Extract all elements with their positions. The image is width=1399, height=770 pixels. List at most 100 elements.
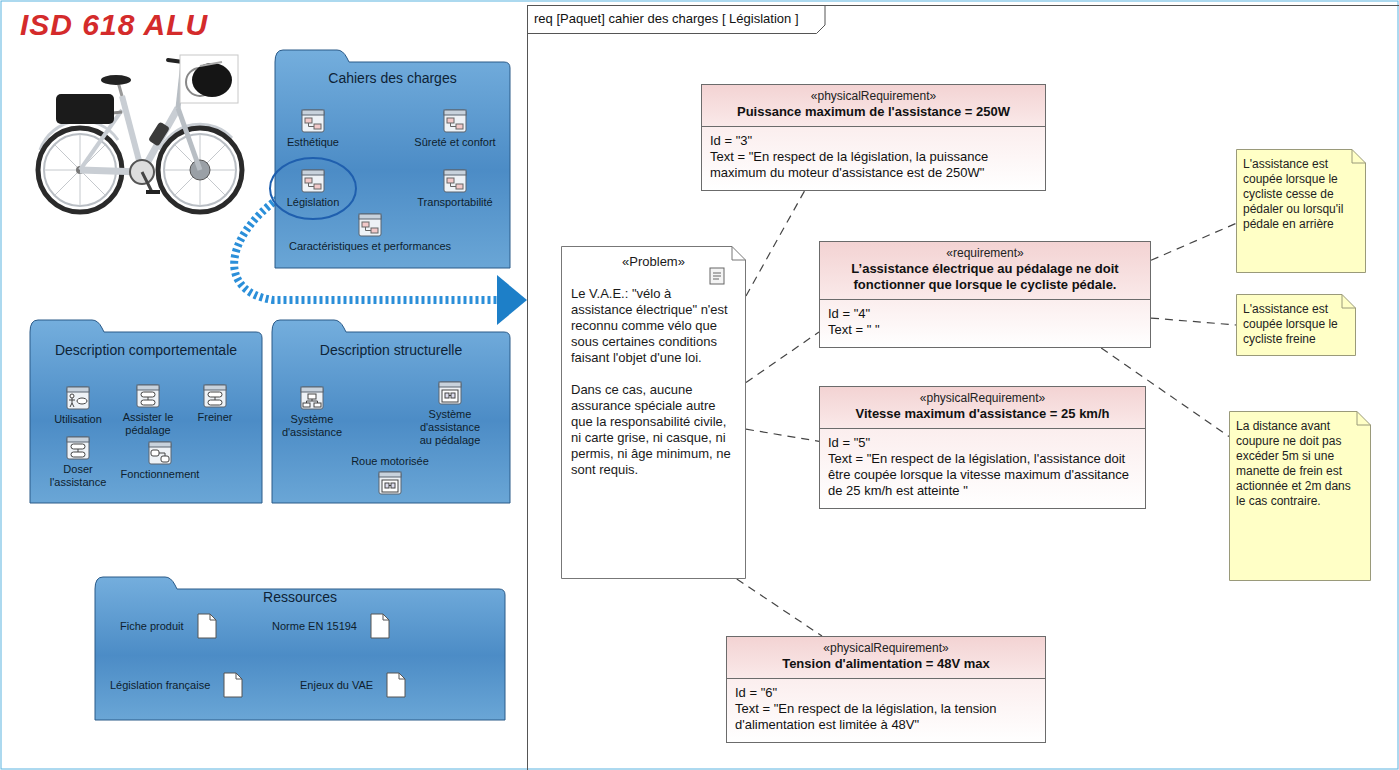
- package-folder: RessourcesFiche produitNorme EN 15194Lég…: [95, 575, 505, 720]
- icon-label: Freiner: [190, 411, 240, 424]
- rect-shape: [137, 385, 159, 390]
- req-icon: [357, 212, 383, 238]
- rect-shape: [451, 393, 455, 398]
- requirement-id: Id = "5": [828, 435, 1137, 451]
- diagram-icon: Sûreté et confort: [405, 108, 505, 149]
- connector-line: [737, 579, 822, 636]
- icon-label: Caractéristiques et performances: [275, 240, 465, 253]
- path-shape: [224, 673, 242, 697]
- rect-shape: [67, 387, 89, 392]
- arrowhead: [497, 275, 527, 325]
- circle-shape: [70, 394, 74, 398]
- battery: [148, 121, 170, 146]
- req-icon: [442, 168, 468, 194]
- act-icon: [65, 435, 91, 461]
- rect-shape: [444, 170, 466, 192]
- rect-shape: [305, 118, 312, 123]
- note-text: Dans ce cas, aucune assurance spéciale a…: [571, 382, 736, 478]
- rect-shape: [314, 184, 321, 189]
- path-shape: [30, 320, 262, 503]
- path-shape: [198, 614, 216, 638]
- rect-shape: [141, 392, 155, 397]
- requirement-name: Vitesse maximum d'assistance = 25 km/h: [826, 406, 1139, 422]
- ibd-icon: [437, 380, 463, 406]
- requirement-name: Puissance maximum de l'assistance = 250W: [708, 104, 1039, 120]
- requirement-box: «requirement»L’assistance électrique au …: [819, 241, 1151, 348]
- rect-shape: [302, 170, 324, 175]
- connector: [737, 579, 822, 636]
- rect-shape: [302, 170, 324, 192]
- package-folder: Description comportementaleUtilisationAs…: [30, 318, 262, 503]
- connector-line: [1151, 318, 1236, 325]
- diagram-icon: Système d'assistance: [277, 385, 347, 439]
- requirement-header: «physicalRequirement»Vitesse maximum d'a…: [820, 387, 1145, 429]
- path-shape: [1352, 150, 1366, 164]
- requirement-box: «physicalRequirement»Tension d'alimentat…: [726, 636, 1046, 743]
- note-icon: [710, 268, 724, 284]
- req-icon: [300, 108, 326, 134]
- requirement-name: L’assistance électrique au pédalage ne d…: [826, 261, 1144, 293]
- icon-label: Sûreté et confort: [405, 136, 505, 149]
- comment-note: L'assistance est coupée lorsque le cycli…: [1236, 149, 1366, 273]
- spokes: [44, 134, 236, 206]
- requirement-box: «physicalRequirement»Puissance maximum d…: [701, 84, 1046, 191]
- rect-shape: [379, 472, 401, 494]
- frame-heading: req [Paquet] cahier des charges [ Législ…: [528, 6, 825, 33]
- rect-shape: [208, 392, 222, 397]
- rect-shape: [371, 228, 378, 233]
- rect-shape: [314, 403, 321, 407]
- diagram-icon: Caractéristiques et performances: [275, 212, 465, 253]
- requirement-id: Id = "4": [828, 306, 1142, 322]
- connector-line: [1151, 223, 1236, 260]
- path-shape: [451, 123, 457, 127]
- rect-shape: [71, 452, 85, 457]
- comment-note: L'assistance est coupée lorsque le cycli…: [1236, 294, 1356, 356]
- path-shape: [1237, 150, 1366, 273]
- connector: [746, 191, 805, 296]
- rect-shape: [151, 450, 159, 456]
- doc-icon: [220, 672, 246, 698]
- handle: [200, 62, 222, 66]
- seat: [101, 75, 131, 85]
- path-shape: [449, 395, 451, 396]
- rect-shape: [301, 387, 323, 392]
- path-shape: [307, 399, 318, 403]
- connector-line: [746, 332, 819, 383]
- path-shape: [78, 449, 79, 452]
- path-shape: [210, 614, 216, 620]
- diagram-icon: Esthétique: [278, 108, 348, 149]
- path-shape: [69, 398, 75, 407]
- connector: [1151, 318, 1236, 325]
- path-shape: [1237, 295, 1356, 356]
- resource-document: Norme EN 15194: [272, 613, 393, 639]
- rect-shape: [447, 118, 454, 123]
- path-shape: [309, 183, 315, 187]
- requirement-header: «physicalRequirement»Tension d'alimentat…: [727, 637, 1045, 679]
- path-shape: [562, 247, 746, 579]
- crank: [142, 172, 152, 192]
- path-shape: [236, 673, 242, 679]
- photo-frame: [180, 55, 238, 103]
- diagram-icon: Assister le pédalage: [113, 383, 183, 437]
- rect-shape: [391, 483, 395, 488]
- diagram-icon: Doser l'assistance: [43, 435, 113, 489]
- requirement-header: «physicalRequirement»Puissance maximum d…: [702, 85, 1045, 127]
- rect-shape: [67, 437, 89, 442]
- requirement-name: Tension d'alimentation = 48V max: [733, 656, 1039, 672]
- path-shape: [451, 183, 457, 187]
- ellipse-shape: [77, 398, 87, 404]
- icon-label: Fonctionnement: [115, 468, 205, 481]
- doc-icon: [194, 613, 220, 639]
- path-shape: [215, 397, 216, 400]
- act-icon: [135, 383, 161, 409]
- rect-shape: [359, 214, 381, 236]
- path-shape: [1342, 295, 1356, 309]
- resource-label: Législation française: [110, 679, 210, 692]
- requirement-text: Text = "En respect de la législation, la…: [735, 701, 1035, 733]
- path-shape: [371, 614, 389, 638]
- rect-shape: [447, 178, 454, 183]
- bag: [192, 63, 232, 97]
- requirement-id: Id = "6": [735, 685, 1037, 701]
